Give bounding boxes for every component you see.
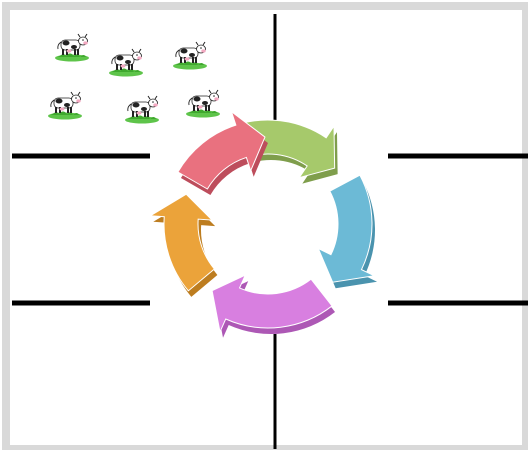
- orange-arrow: [148, 193, 218, 297]
- cow-herd: [47, 33, 221, 124]
- purple-arrow: [211, 274, 336, 338]
- blue-arrow: [317, 174, 378, 289]
- pink-arrow: [177, 110, 268, 195]
- cow-icon: [185, 89, 221, 118]
- circular-cycle-arrows-icon: [148, 110, 378, 338]
- divider-lines: [12, 14, 528, 449]
- cow-icon: [124, 95, 160, 124]
- cow-icon: [108, 48, 144, 77]
- orange-arrow-body: [148, 193, 216, 292]
- pink-arrow-body: [177, 110, 266, 190]
- blue-arrow-body: [317, 174, 376, 283]
- cow-icon: [172, 41, 208, 70]
- cow-icon: [47, 91, 83, 120]
- purple-arrow-body: [211, 274, 333, 334]
- cow-icon: [54, 33, 90, 62]
